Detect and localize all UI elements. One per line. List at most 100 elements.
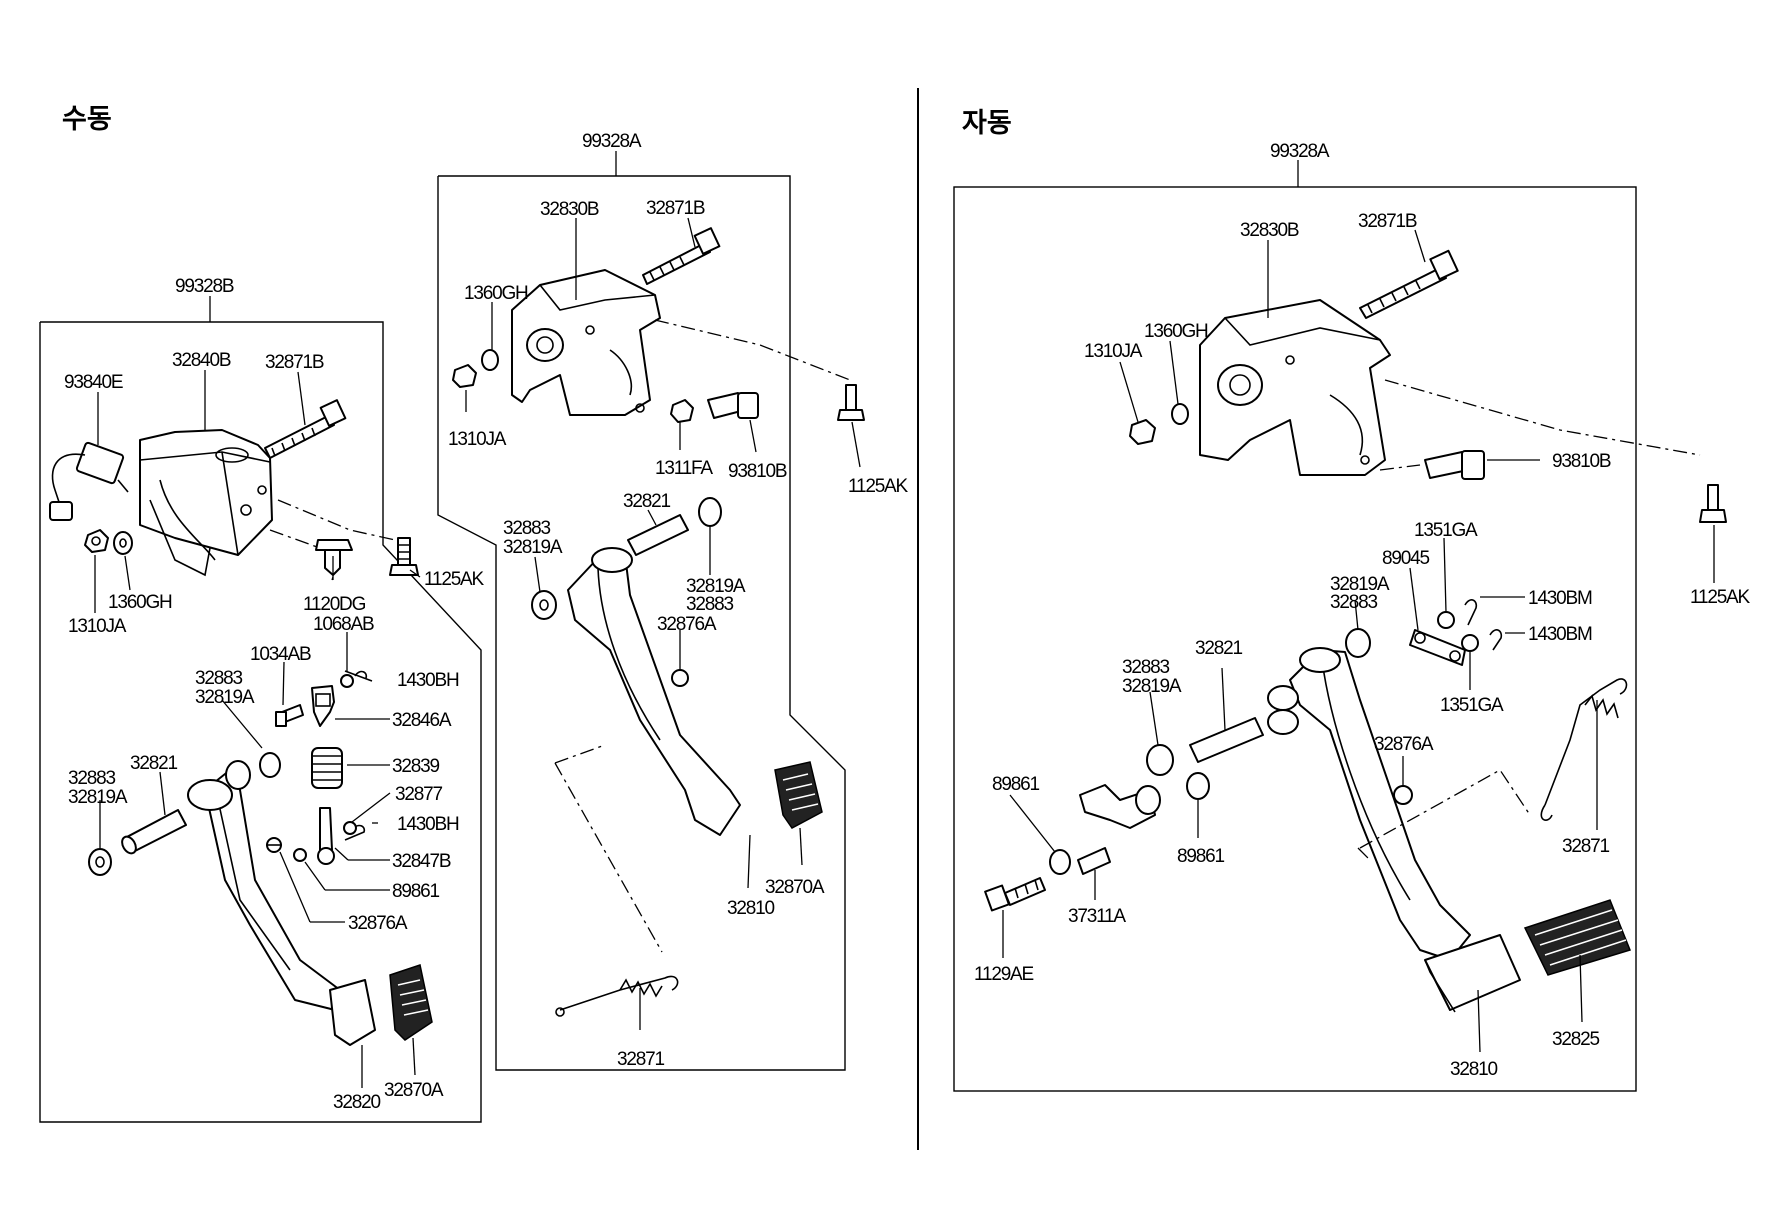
label-32847B: 32847B bbox=[392, 851, 451, 872]
header-manual: 수동 bbox=[62, 104, 112, 134]
label-32883-clutch-right: 32883 bbox=[686, 594, 733, 615]
pad-32810-auto bbox=[1424, 934, 1521, 1013]
label-32871B-clutch: 32871B bbox=[646, 198, 705, 219]
label-32840B-manual: 32840B bbox=[172, 350, 231, 371]
label-32871B-auto: 32871B bbox=[1358, 211, 1417, 232]
label-93840E: 93840E bbox=[64, 372, 123, 393]
rod-32847B bbox=[317, 807, 335, 865]
stopper-32876A-auto bbox=[1393, 785, 1413, 805]
label-32830B-auto: 32830B bbox=[1240, 220, 1299, 241]
washer-1360GH-auto bbox=[1171, 403, 1189, 425]
label-99328A-auto: 99328A bbox=[1270, 141, 1330, 162]
label-32871-clutch: 32871 bbox=[617, 1049, 664, 1070]
washer-32877 bbox=[343, 821, 357, 835]
label-1310JA-manual: 1310JA bbox=[68, 616, 127, 637]
label-1034AB: 1034AB bbox=[250, 644, 311, 665]
bushing-32883-right bbox=[259, 752, 281, 778]
bolt-1034AB bbox=[275, 704, 304, 727]
pin-37311A bbox=[1077, 847, 1111, 875]
label-32821-manual: 32821 bbox=[130, 753, 177, 774]
bolt-1125AK-center bbox=[837, 384, 865, 421]
label-1430BM-upper: 1430BM bbox=[1528, 588, 1592, 609]
bushing-32883-auto-b bbox=[1146, 744, 1174, 776]
bracket-32830B-auto bbox=[1199, 299, 1391, 476]
bushing-32883-center-b bbox=[698, 497, 722, 527]
label-32810-auto: 32810 bbox=[1450, 1059, 1497, 1080]
label-32825: 32825 bbox=[1552, 1029, 1599, 1050]
label-32846A: 32846A bbox=[392, 710, 452, 731]
washer-1360GH-center bbox=[481, 349, 499, 371]
label-32876A-auto: 32876A bbox=[1374, 734, 1434, 755]
label-1360GH-auto: 1360GH bbox=[1144, 321, 1208, 342]
shift-lock-bracket bbox=[1079, 784, 1161, 829]
switch-93810B-center bbox=[707, 392, 759, 419]
label-32883-clutch-left: 32883 bbox=[503, 518, 550, 539]
pedal-32820 bbox=[204, 769, 376, 1046]
label-32871B-manual: 32871B bbox=[265, 352, 324, 373]
label-32819A-clutch-left: 32819A bbox=[503, 537, 563, 558]
box-clutch-assembly bbox=[437, 175, 846, 1071]
label-89861-auto-left: 89861 bbox=[992, 774, 1039, 795]
labels-clutch: 99328A 32830B 32871B 1360GH 1310JA 1311F… bbox=[448, 131, 910, 1070]
shaft-32821-auto bbox=[1189, 717, 1264, 763]
boss-32883-auto bbox=[1267, 685, 1299, 735]
pad-32825 bbox=[1523, 899, 1631, 976]
label-1430BH-lower: 1430BH bbox=[397, 814, 459, 835]
bolt-1120DG bbox=[315, 539, 353, 576]
nut-1310JA-center bbox=[452, 364, 477, 388]
labels-auto: 99328A 32830B 32871B 1310JA 1360GH 93810… bbox=[974, 141, 1752, 1080]
bolt-1125AK-auto bbox=[1699, 484, 1727, 523]
label-1430BH-upper: 1430BH bbox=[397, 670, 459, 691]
label-32839: 32839 bbox=[392, 756, 439, 777]
label-32883-auto-upper: 32883 bbox=[1330, 592, 1377, 613]
clip-1430BM bbox=[1464, 599, 1503, 651]
shaft-32821-manual bbox=[121, 809, 187, 855]
label-32819A-manual-lower: 32819A bbox=[68, 787, 128, 808]
label-32876A-manual: 32876A bbox=[348, 913, 408, 934]
shaft-32821-center bbox=[627, 514, 689, 556]
washer-1068AB bbox=[340, 674, 354, 688]
label-89861-auto-right: 89861 bbox=[1177, 846, 1224, 867]
label-1360GH-clutch: 1360GH bbox=[464, 283, 528, 304]
label-32819A-auto-upper: 32819A bbox=[1330, 574, 1390, 595]
label-1125AK-clutch: 1125AK bbox=[848, 476, 909, 497]
label-32810-clutch: 32810 bbox=[727, 898, 774, 919]
washer-89861-manual bbox=[293, 848, 307, 862]
label-1310JA-clutch: 1310JA bbox=[448, 429, 507, 450]
label-99328B: 99328B bbox=[175, 276, 234, 297]
label-1360GH-manual: 1360GH bbox=[108, 592, 172, 613]
labels-manual: 99328B 93840E 32840B 32871B 1125AK 1310J… bbox=[64, 276, 486, 1113]
stopper-32876A-manual bbox=[266, 837, 282, 853]
spring-32871-center bbox=[555, 975, 679, 1017]
bracket-32840B bbox=[139, 429, 273, 577]
label-93810B-auto: 93810B bbox=[1552, 451, 1611, 472]
label-1125AK-auto: 1125AK bbox=[1690, 587, 1751, 608]
label-32883-manual-upper: 32883 bbox=[195, 668, 242, 689]
label-1125AK-manual: 1125AK bbox=[424, 569, 485, 590]
label-99328A-clutch: 99328A bbox=[582, 131, 642, 152]
header-automatic: 자동 bbox=[962, 108, 1012, 138]
leader-lines bbox=[94, 217, 1715, 1088]
label-32830B-clutch: 32830B bbox=[540, 199, 599, 220]
clevis-32846A bbox=[311, 685, 335, 727]
label-32883-manual-lower: 32883 bbox=[68, 768, 115, 789]
label-1430BM-lower: 1430BM bbox=[1528, 624, 1592, 645]
bracket-32830B-center bbox=[511, 269, 661, 416]
nut-1310JA-auto bbox=[1129, 419, 1156, 445]
label-37311A: 37311A bbox=[1068, 906, 1126, 927]
stopper-32876A-center bbox=[671, 669, 689, 687]
bolt-1129AE bbox=[984, 877, 1046, 912]
label-32877: 32877 bbox=[395, 784, 442, 805]
box-auto-assembly bbox=[953, 186, 1637, 1092]
label-89861-manual: 89861 bbox=[392, 881, 439, 902]
label-1120DG: 1120DG bbox=[303, 594, 366, 615]
bushing-89861-auto bbox=[1049, 772, 1210, 875]
switch-93840E bbox=[49, 441, 129, 521]
label-32870A-clutch: 32870A bbox=[765, 877, 825, 898]
label-1310JA-auto: 1310JA bbox=[1084, 341, 1143, 362]
box-manual-assembly bbox=[39, 321, 482, 1123]
label-32870A-manual: 32870A bbox=[384, 1080, 444, 1101]
label-32821-auto: 32821 bbox=[1195, 638, 1242, 659]
link-89045 bbox=[1409, 629, 1466, 666]
spring-32871-auto bbox=[1540, 678, 1628, 821]
